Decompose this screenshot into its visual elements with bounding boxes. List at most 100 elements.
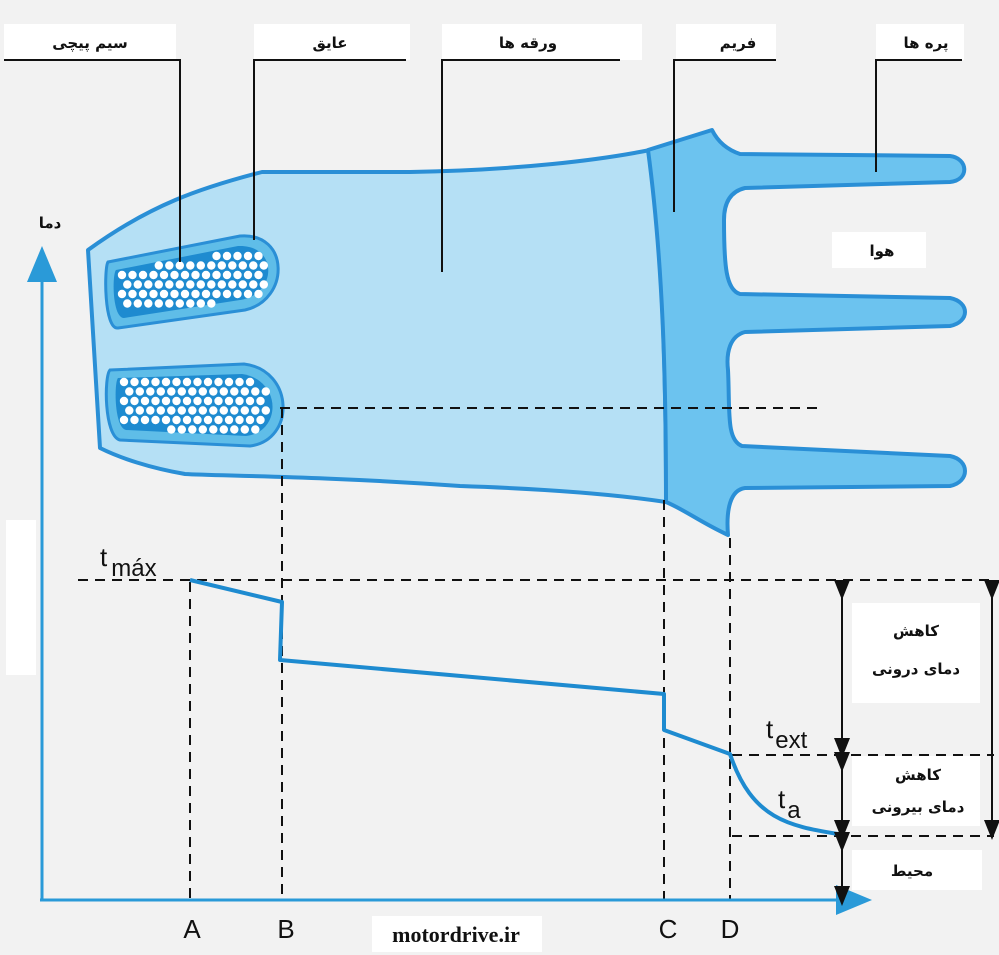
- conductor-dot: [245, 396, 255, 406]
- conductor-dot: [196, 261, 205, 270]
- conductor-dot: [180, 289, 190, 299]
- conductor-dot: [165, 280, 174, 289]
- conductor-dot: [235, 396, 244, 406]
- conductor-dot: [201, 270, 211, 280]
- conductor-dot: [243, 251, 253, 261]
- conductor-dot: [243, 289, 253, 299]
- conductor-dot: [212, 251, 221, 261]
- conductor-dot: [191, 270, 200, 280]
- label-box-air: [832, 232, 926, 268]
- conductor-dot: [188, 406, 197, 415]
- conductor-dot: [138, 289, 148, 299]
- conductor-dot: [170, 289, 179, 299]
- conductor-dot: [224, 377, 234, 387]
- conductor-dot: [214, 415, 223, 425]
- conductor-dot: [154, 280, 163, 289]
- conductor-dot: [165, 299, 174, 308]
- conductor-dot: [256, 396, 265, 406]
- conductor-dot: [243, 270, 253, 280]
- conductor-dot: [207, 261, 216, 270]
- conductor-dot: [182, 377, 192, 387]
- conductor-dot: [156, 406, 165, 415]
- conductor-dot: [196, 299, 205, 308]
- conductor-dot: [149, 270, 158, 280]
- conductor-dot: [191, 289, 200, 299]
- conductor-dot: [144, 280, 153, 289]
- conductor-dot: [140, 377, 150, 387]
- label-box-inner-drop: [852, 603, 980, 703]
- conductor-dot: [175, 280, 184, 289]
- conductor-dot: [249, 261, 258, 270]
- conductor-dot: [128, 270, 137, 280]
- conductor-dot: [130, 396, 139, 406]
- label-box-watermark: [372, 916, 542, 952]
- lamination-body: [86, 148, 668, 504]
- conductor-dot: [217, 261, 226, 270]
- conductor-dot: [207, 299, 216, 308]
- conductor-dot: [219, 425, 228, 434]
- conductor-dot: [172, 377, 181, 387]
- label-temperature: دما: [39, 214, 62, 232]
- conductor-dot: [254, 270, 263, 280]
- conductor-dot: [222, 289, 232, 299]
- frame-with-fins: [646, 128, 967, 537]
- label-inner-drop-2: دمای درونی: [872, 660, 960, 678]
- conductor-dot: [144, 299, 153, 308]
- conductor-dot: [214, 377, 223, 387]
- conductor-dot: [186, 299, 195, 308]
- conductor-dot: [261, 387, 270, 396]
- conductor-dot: [188, 425, 197, 434]
- conductor-dot: [245, 377, 255, 387]
- axis-point-b: B: [277, 914, 294, 944]
- label-outer-drop-2: دمای بیرونی: [872, 798, 965, 816]
- conductor-dot: [201, 289, 211, 299]
- conductor-dot: [138, 270, 148, 280]
- conductor-dot: [119, 415, 129, 425]
- conductor-dot: [161, 377, 171, 387]
- conductor-dot: [209, 406, 218, 415]
- conductor-dot: [125, 406, 134, 415]
- conductor-dot: [228, 261, 237, 270]
- conductor-dot: [203, 415, 213, 425]
- conductor-dot: [128, 289, 137, 299]
- conductor-dot: [156, 387, 165, 396]
- label-box-laminations: [442, 24, 642, 60]
- leader-winding: [4, 59, 181, 262]
- leader-frame: [673, 59, 776, 212]
- label-insulation: عایق: [312, 34, 347, 52]
- leader-fins: [875, 59, 962, 172]
- symbol-text: text: [766, 714, 808, 754]
- conductor-dot: [172, 396, 181, 406]
- conductor-dot: [175, 299, 184, 308]
- conductor-dot: [133, 280, 142, 289]
- conductor-dot: [159, 289, 169, 299]
- conductor-dot: [151, 377, 160, 387]
- watermark: motordrive.ir: [392, 922, 520, 947]
- conductor-dot: [140, 415, 150, 425]
- leader-lines: [4, 59, 962, 272]
- conductor-dot: [188, 387, 197, 396]
- conductor-dot: [228, 280, 237, 289]
- conductor-dot: [186, 280, 195, 289]
- conductor-dot: [217, 280, 226, 289]
- conductor-dot: [259, 261, 268, 270]
- conductor-dot: [203, 377, 213, 387]
- conductor-dot: [130, 377, 139, 387]
- conductor-dot: [119, 396, 129, 406]
- conductor-dot: [119, 377, 129, 387]
- winding-slot-lower: [104, 362, 285, 448]
- conductor-dot: [251, 425, 260, 434]
- conductor-dot: [140, 396, 150, 406]
- conductor-dot: [224, 415, 234, 425]
- conductor-dot: [261, 406, 270, 415]
- label-box-winding: [4, 24, 176, 60]
- label-winding: سیم پیچی: [52, 34, 128, 53]
- conductor-dot: [209, 425, 218, 434]
- conductor-dot: [182, 415, 192, 425]
- conductor-dot: [175, 261, 184, 270]
- conductor-dot: [235, 415, 244, 425]
- conductor-dot: [167, 425, 176, 434]
- conductor-dot: [167, 387, 176, 396]
